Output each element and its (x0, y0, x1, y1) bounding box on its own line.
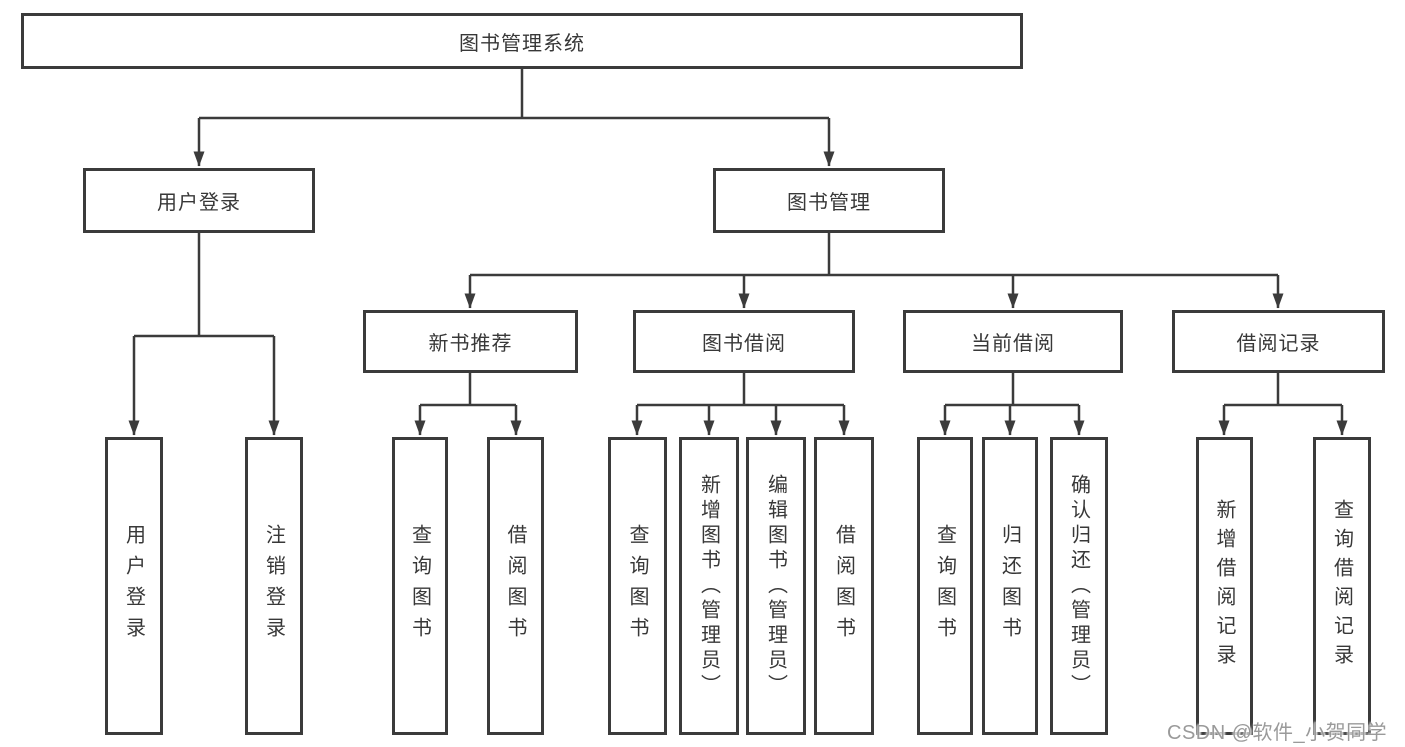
node-leaf-logout: 注销登录 (245, 437, 303, 735)
node-current-borrow: 当前借阅 (903, 310, 1123, 373)
node-leaf-query-book-2: 查询图书 (608, 437, 667, 735)
node-user-login: 用户登录 (83, 168, 315, 233)
node-new-book-recommend: 新书推荐 (363, 310, 578, 373)
node-leaf-borrow-book-2: 借阅图书 (814, 437, 874, 735)
node-book-borrow: 图书借阅 (633, 310, 855, 373)
node-leaf-return-book: 归还图书 (982, 437, 1038, 735)
node-leaf-borrow-book-1: 借阅图书 (487, 437, 544, 735)
node-leaf-confirm-return-admin: 确认归还（管理员） (1050, 437, 1108, 735)
node-leaf-query-book-3: 查询图书 (917, 437, 973, 735)
watermark: CSDN @软件_小贺同学 (1167, 722, 1388, 744)
node-book-management: 图书管理 (713, 168, 945, 233)
node-leaf-query-book-1: 查询图书 (392, 437, 448, 735)
node-leaf-query-borrow-record: 查询借阅记录 (1313, 437, 1371, 735)
node-leaf-add-borrow-record: 新增借阅记录 (1196, 437, 1253, 735)
node-leaf-user-login: 用户登录 (105, 437, 163, 735)
node-leaf-edit-book-admin: 编辑图书（管理员） (746, 437, 806, 735)
node-borrow-record: 借阅记录 (1172, 310, 1385, 373)
node-leaf-add-book-admin: 新增图书（管理员） (679, 437, 739, 735)
node-root: 图书管理系统 (21, 13, 1023, 69)
